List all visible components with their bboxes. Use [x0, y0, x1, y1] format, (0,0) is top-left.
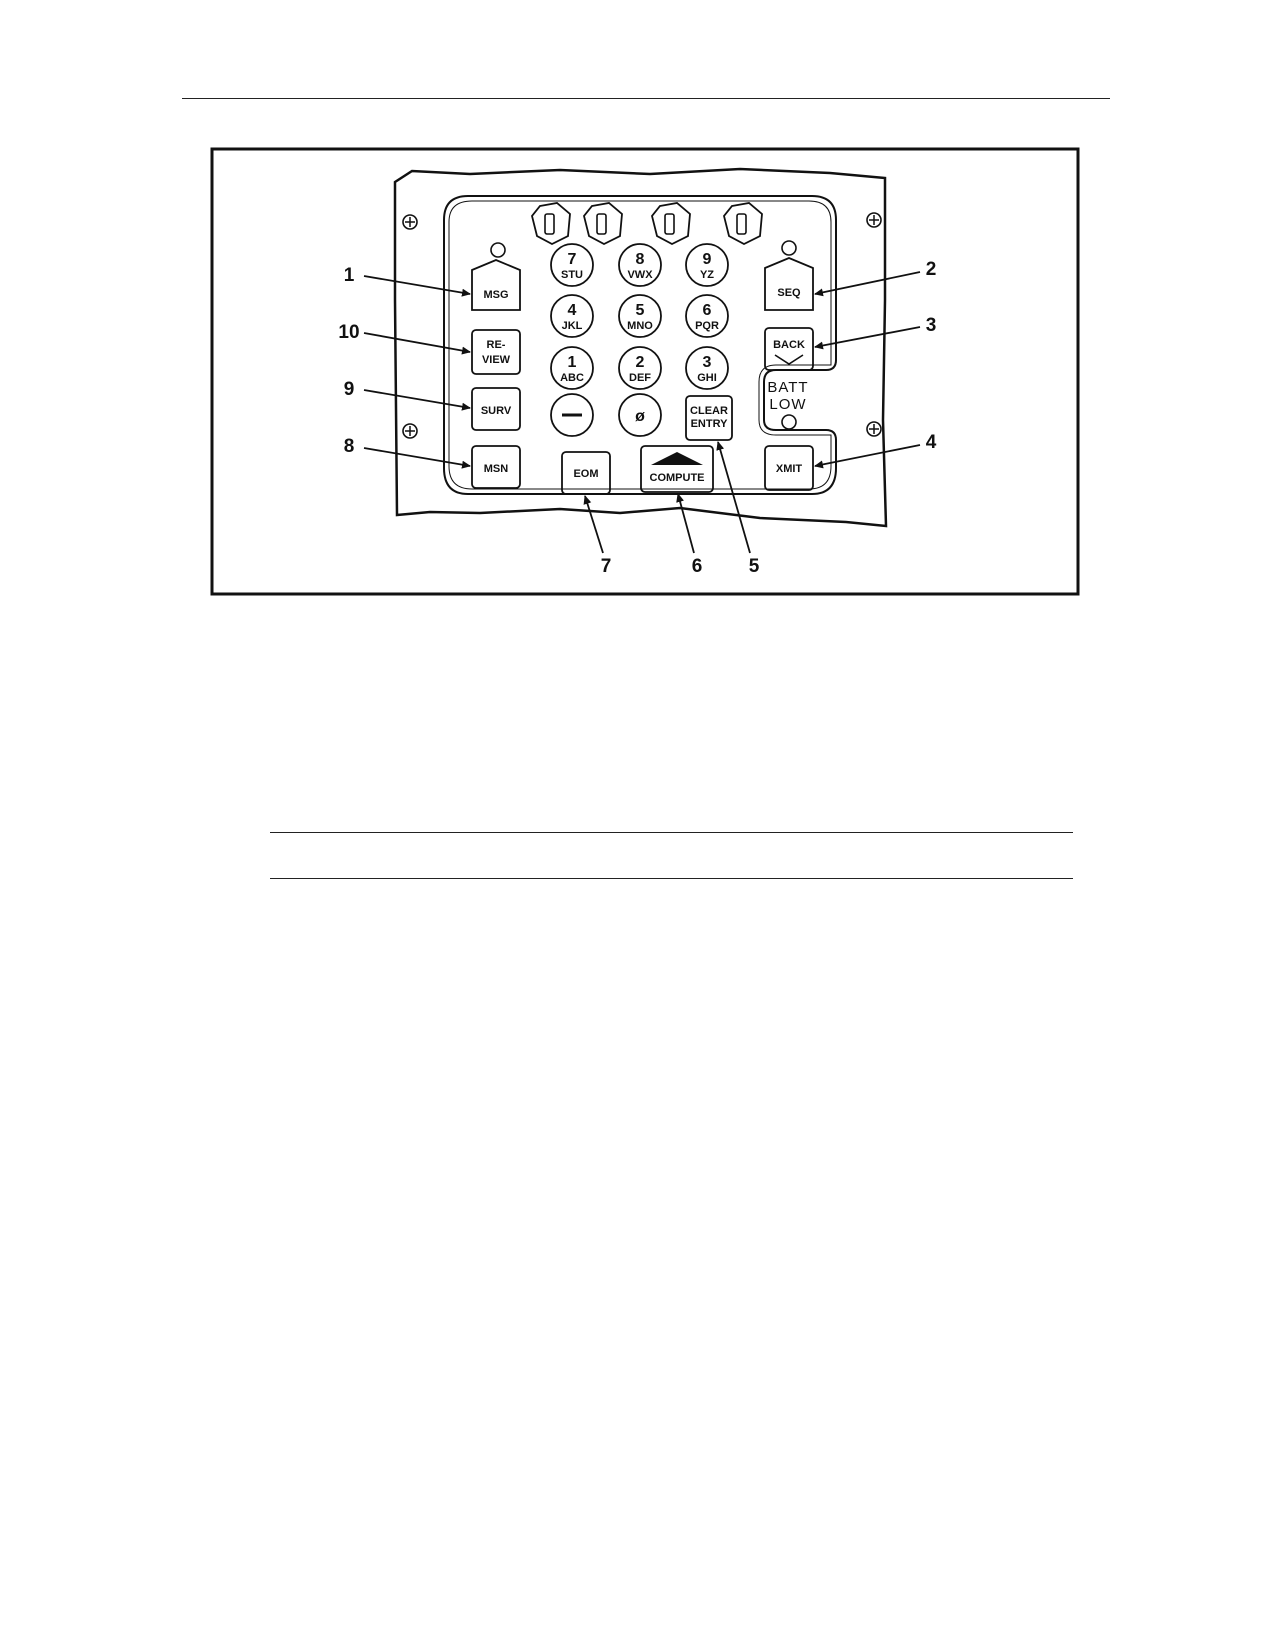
digit-key-letters: VWX	[627, 269, 653, 281]
review-key-label-2: VIEW	[482, 354, 511, 366]
zero-key-label: ø	[635, 408, 645, 425]
digit-key-letters: PQR	[695, 320, 719, 332]
callout-4: 4	[926, 432, 937, 453]
leader-line-10	[363, 332, 471, 355]
batt-label: BATT	[767, 379, 808, 396]
arrow-up-icon	[651, 452, 703, 465]
leader-line-2	[814, 271, 921, 297]
indicator-lamp	[490, 242, 506, 258]
xmit-key[interactable]: XMIT	[764, 445, 814, 491]
callout-10: 10	[338, 322, 359, 343]
panel-outline	[393, 167, 888, 528]
section-rule-top	[270, 832, 1073, 833]
digit-key-number: 7	[568, 251, 577, 268]
digit-key-number: 4	[568, 302, 577, 319]
surv-key[interactable]: SURV	[471, 387, 521, 431]
msg-key[interactable]: MSG	[471, 259, 521, 311]
figure-frame	[210, 147, 1080, 596]
entry-label: ENTRY	[691, 418, 729, 430]
leader-line-5	[716, 441, 751, 554]
surv-key-label: SURV	[481, 405, 512, 417]
screw-icon	[866, 212, 882, 228]
callout-9: 9	[344, 379, 355, 400]
digit-key-letters: DEF	[629, 372, 651, 384]
compute-key-label: COMPUTE	[650, 472, 705, 484]
display-window	[583, 202, 623, 246]
leader-line-4	[814, 444, 921, 469]
xmit-key-label: XMIT	[776, 463, 803, 475]
digit-key-letters: MNO	[627, 320, 653, 332]
msn-key[interactable]: MSN	[471, 445, 521, 489]
leader-lines	[363, 271, 921, 554]
digit-key-number: 1	[568, 354, 577, 371]
keypad-bezel-inner	[448, 200, 832, 490]
zero-key[interactable]: ø	[618, 393, 662, 437]
seq-key[interactable]: SEQ	[764, 257, 814, 311]
screw-icon	[866, 421, 882, 437]
callout-2: 2	[926, 259, 937, 280]
back-key[interactable]: BACK	[764, 327, 814, 371]
review-key-label-1: RE-	[487, 339, 506, 351]
digit-key-number: 5	[636, 302, 645, 319]
leader-line-1	[363, 275, 471, 297]
indicator-lamp	[781, 240, 797, 256]
leader-line-3	[814, 326, 921, 350]
batt-low-lamp	[781, 414, 797, 430]
digit-key-letters: STU	[561, 269, 583, 281]
seq-key-label: SEQ	[777, 287, 801, 299]
display-window	[651, 202, 691, 246]
minus-key[interactable]	[550, 393, 594, 437]
callout-3: 3	[926, 315, 937, 336]
digit-key-9[interactable]: 9YZ	[685, 243, 729, 287]
chevron-down-icon	[774, 354, 804, 365]
digit-key-number: 3	[703, 354, 712, 371]
screw-icon	[402, 423, 418, 439]
digit-key-number: 2	[636, 354, 645, 371]
eom-key[interactable]: EOM	[561, 451, 611, 495]
low-label: LOW	[769, 396, 806, 413]
digit-key-letters: JKL	[562, 320, 583, 332]
clear-entry-key[interactable]: CLEAR ENTRY	[685, 395, 733, 441]
leader-line-6	[676, 493, 695, 554]
section-rule-bottom	[270, 878, 1073, 879]
leader-line-8	[363, 447, 471, 469]
eom-key-label: EOM	[573, 468, 598, 480]
callout-7: 7	[601, 556, 612, 577]
keypad-bezel	[443, 195, 837, 495]
digit-key-number: 9	[703, 251, 712, 268]
leader-line-9	[363, 389, 471, 411]
compute-key[interactable]: COMPUTE	[640, 445, 714, 493]
display-window	[723, 202, 763, 246]
review-key[interactable]: RE- VIEW	[471, 329, 521, 375]
callout-8: 8	[344, 436, 355, 457]
leader-line-7	[583, 495, 604, 554]
msn-key-label: MSN	[484, 463, 509, 475]
clear-label: CLEAR	[690, 405, 728, 417]
digit-key-number: 8	[636, 251, 645, 268]
callout-1: 1	[344, 265, 355, 286]
screw-icon	[402, 214, 418, 230]
digit-key-letters: GHI	[697, 372, 717, 384]
display-window	[531, 202, 571, 246]
back-key-label: BACK	[773, 339, 805, 351]
callout-5: 5	[749, 556, 760, 577]
digit-key-letters: YZ	[700, 269, 714, 281]
msg-key-label: MSG	[483, 289, 508, 301]
callout-6: 6	[692, 556, 703, 577]
digit-key-letters: ABC	[560, 372, 584, 384]
header-rule	[182, 98, 1110, 99]
digit-key-number: 6	[703, 302, 712, 319]
